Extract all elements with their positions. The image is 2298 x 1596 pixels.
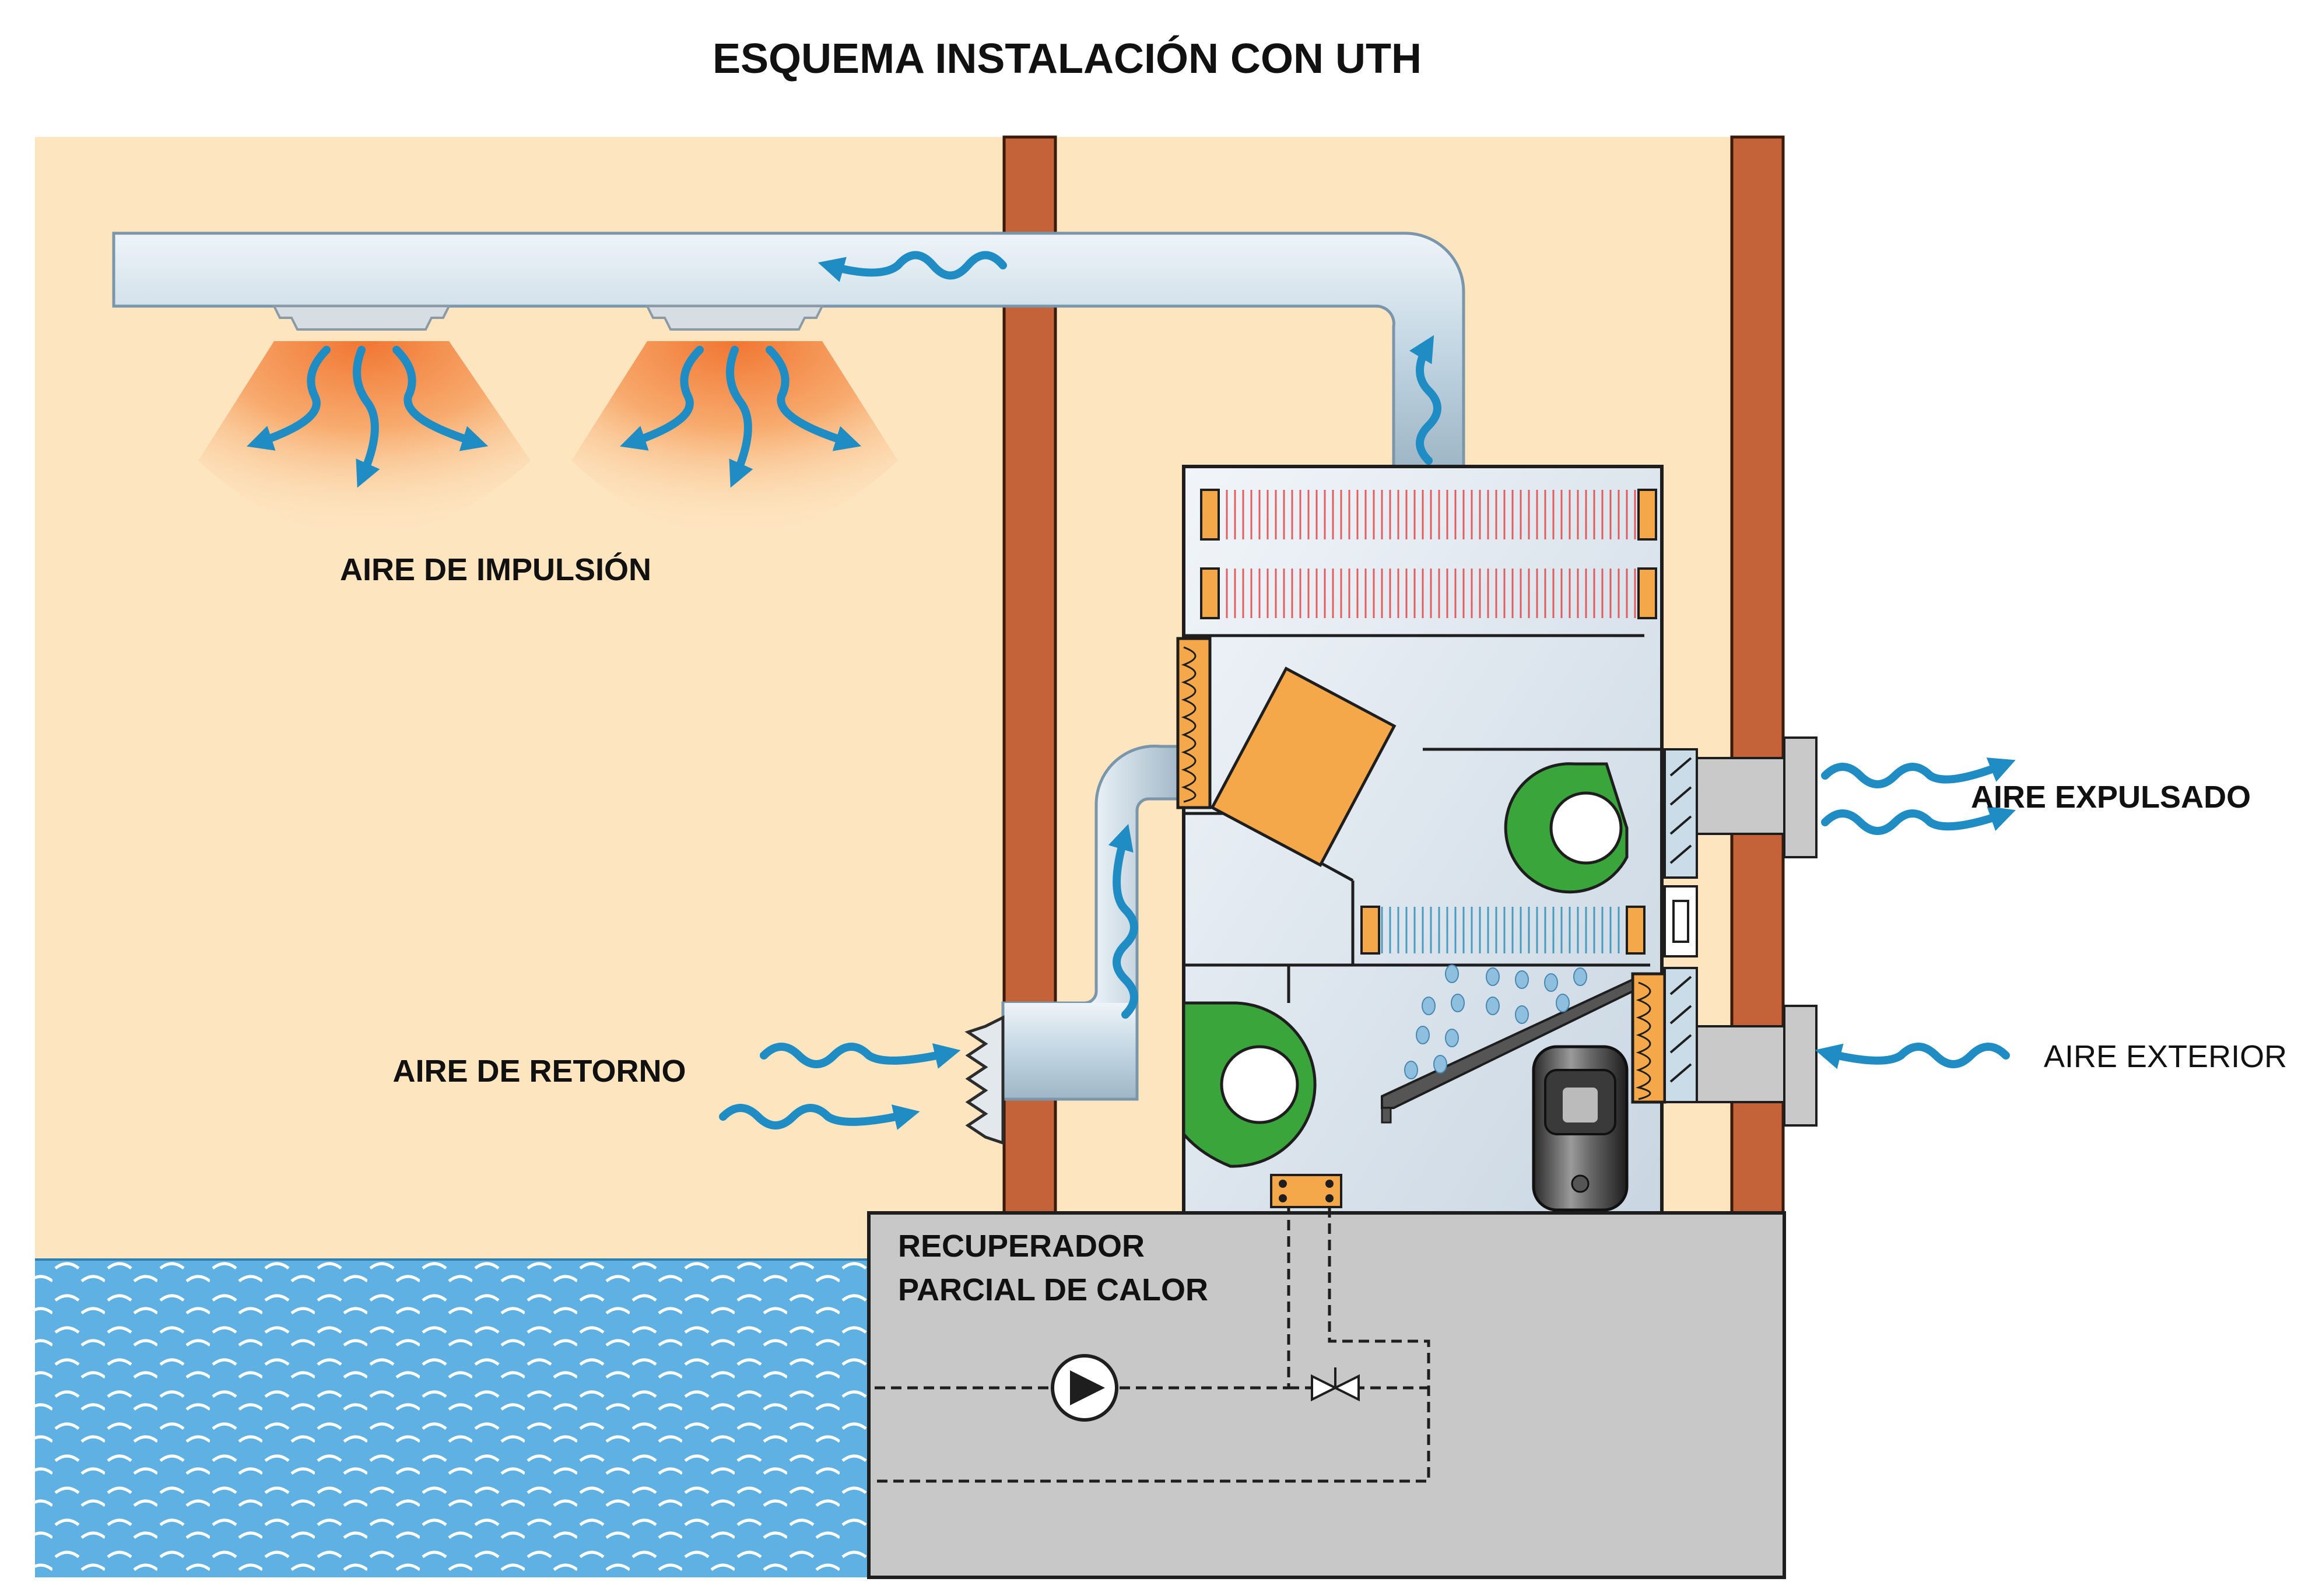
coil-icon bbox=[1200, 567, 1657, 619]
condensate-tray bbox=[1381, 977, 1634, 1109]
coil-icon bbox=[1360, 906, 1646, 955]
wave-arrow-icon bbox=[247, 251, 1441, 488]
label-return-air: AIRE DE RETORNO bbox=[392, 1054, 686, 1089]
fan-icon bbox=[1504, 762, 1629, 894]
heat-recovery-box bbox=[867, 1211, 1786, 1579]
compressor-icon bbox=[1532, 1045, 1629, 1212]
label-heat-recovery-2: PARCIAL DE CALOR bbox=[898, 1272, 1208, 1307]
label-outdoor-air: AIRE EXTERIOR bbox=[2044, 1039, 2287, 1074]
valve-icon bbox=[1311, 1367, 1360, 1402]
wave-arrow-icon bbox=[1815, 757, 2016, 1069]
supply-plume bbox=[198, 341, 531, 536]
pump-icon bbox=[1051, 1354, 1118, 1422]
supply-duct bbox=[112, 231, 1465, 468]
return-grille bbox=[964, 1015, 1005, 1145]
heat-exchanger bbox=[1210, 667, 1397, 867]
damper-icon bbox=[1664, 967, 1698, 1103]
label-exhaust-air: AIRE EXPULSADO bbox=[1971, 780, 2251, 815]
fan-icon bbox=[1182, 1001, 1317, 1168]
recovery-coil bbox=[1270, 1174, 1342, 1208]
pool-water bbox=[35, 1260, 869, 1577]
outside-area bbox=[1784, 137, 2297, 1577]
page-title: ESQUEMA INSTALACIÓN CON UTH bbox=[713, 35, 1422, 82]
water-drop-icon bbox=[1404, 964, 1587, 1079]
label-supply-air: AIRE DE IMPULSIÓN bbox=[340, 552, 651, 587]
supply-plume bbox=[571, 341, 898, 536]
damper-icon bbox=[1664, 748, 1698, 879]
coil-icon bbox=[1200, 489, 1657, 541]
diffuser-icon bbox=[272, 305, 451, 331]
wave-arrow-icon bbox=[719, 823, 1138, 1130]
diffuser-icon bbox=[645, 305, 825, 331]
label-heat-recovery-1: RECUPERADOR bbox=[898, 1229, 1145, 1264]
